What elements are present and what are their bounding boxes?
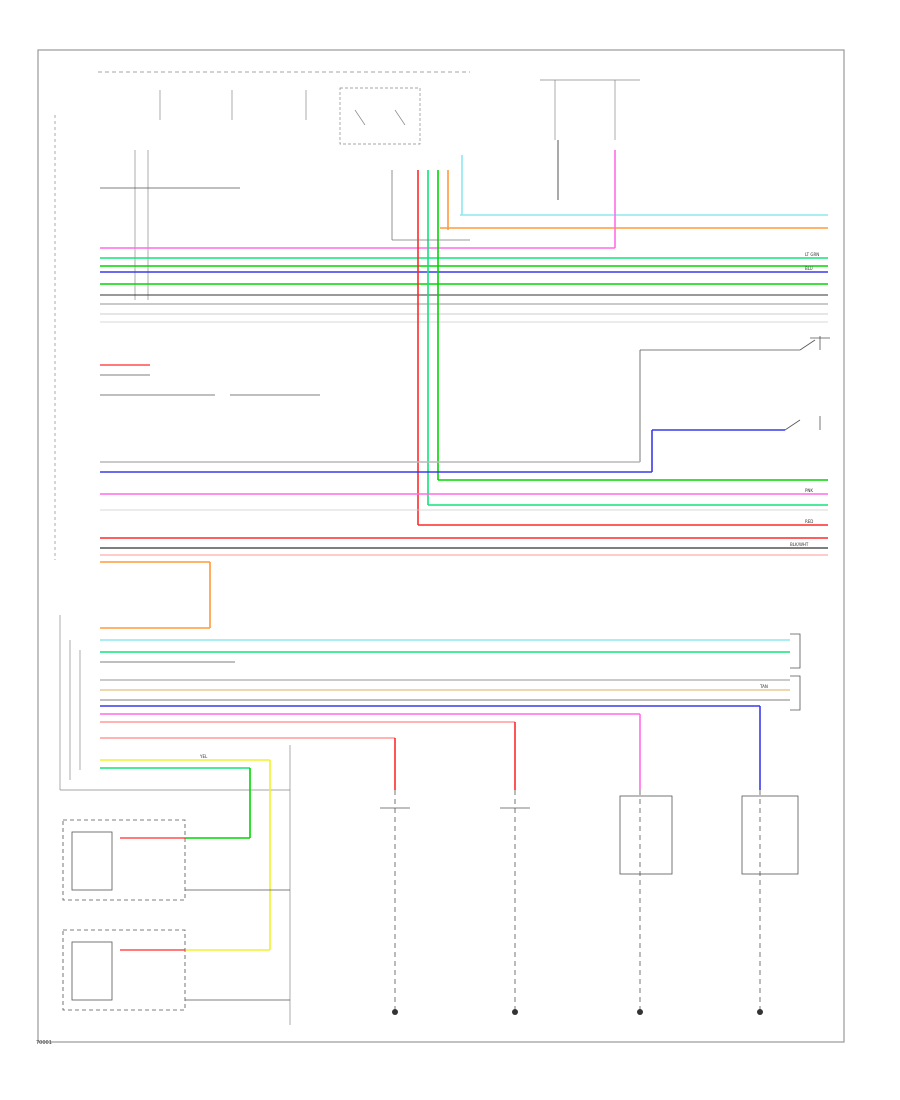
label-tan: TAN (759, 684, 768, 689)
instrument-lamp-boxes (62, 819, 290, 1011)
label-blk-wht: BLK/WHT (790, 542, 809, 547)
top-fuse-area (98, 71, 640, 145)
vertical-drops (391, 140, 559, 525)
door-switch-left (651, 416, 821, 472)
label-blu: BLU (805, 266, 813, 271)
middle-left-labels (100, 187, 320, 396)
bus-wires (100, 150, 828, 323)
wire-color-labels: LT GRN BLU RED PNK BLK/WHT YEL TAN (199, 252, 819, 759)
door-switch-right (639, 336, 830, 462)
ground-symbols (392, 1009, 763, 1015)
figure-code: 70001 (36, 1040, 52, 1046)
label-red: RED (805, 519, 813, 524)
label-pnk: PNK (805, 488, 813, 493)
label-lt-grn: LT GRN (805, 252, 819, 257)
diagram-frame (37, 49, 845, 1043)
label-yel: YEL (199, 754, 208, 759)
right-connectors-lower (790, 633, 801, 711)
middle-wires (100, 461, 828, 629)
lower-wires (100, 639, 790, 951)
left-connector-block (54, 115, 291, 1025)
lamp-columns (380, 790, 799, 1010)
